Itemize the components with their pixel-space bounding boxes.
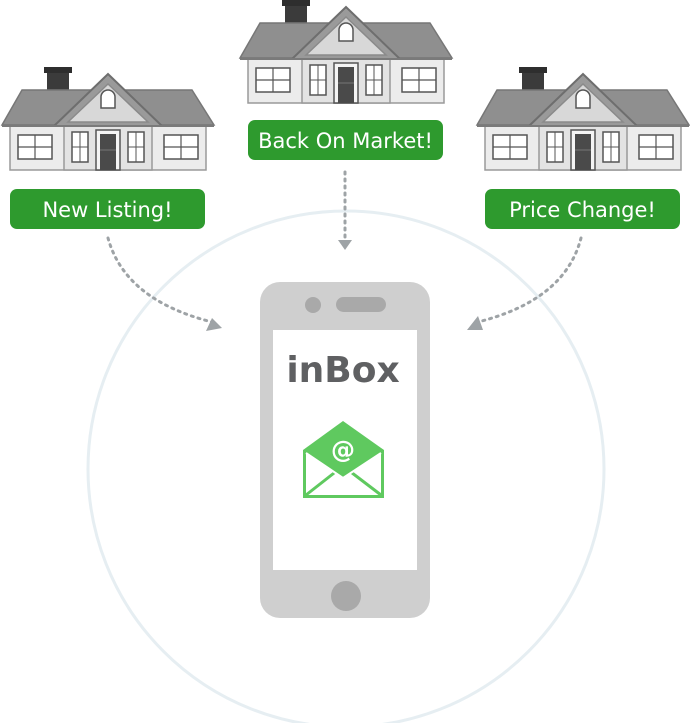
background-circle (86, 209, 606, 723)
at-symbol-icon: @ (331, 436, 355, 464)
arrow-price-change (467, 236, 583, 330)
arrowhead-icon (338, 240, 352, 250)
house-icon (476, 66, 690, 171)
badge-label-back-on-market: Back On Market! (258, 129, 433, 153)
badge-label-new-listing: New Listing! (42, 198, 172, 222)
badge-label-price-change: Price Change! (509, 198, 656, 222)
phone-home-button (331, 581, 361, 611)
phone-camera (305, 297, 321, 313)
house-icon (1, 66, 215, 171)
inbox-title: inBox (286, 350, 399, 391)
house-new-listing (1, 66, 215, 171)
email-envelope-icon: @ (303, 421, 384, 498)
badge-new-listing: New Listing! (10, 189, 205, 229)
arrow-new-listing (106, 236, 222, 331)
phone: inBox @ (260, 282, 430, 618)
badge-price-change: Price Change! (485, 189, 680, 229)
badge-back-on-market: Back On Market! (248, 120, 443, 160)
arrowhead-icon (206, 318, 222, 331)
house-price-change (476, 66, 690, 171)
phone-speaker (336, 297, 386, 312)
arrowhead-icon (467, 316, 483, 330)
house-icon (239, 0, 453, 104)
arrow-back-on-market (338, 170, 352, 250)
house-back-on-market (239, 0, 453, 104)
